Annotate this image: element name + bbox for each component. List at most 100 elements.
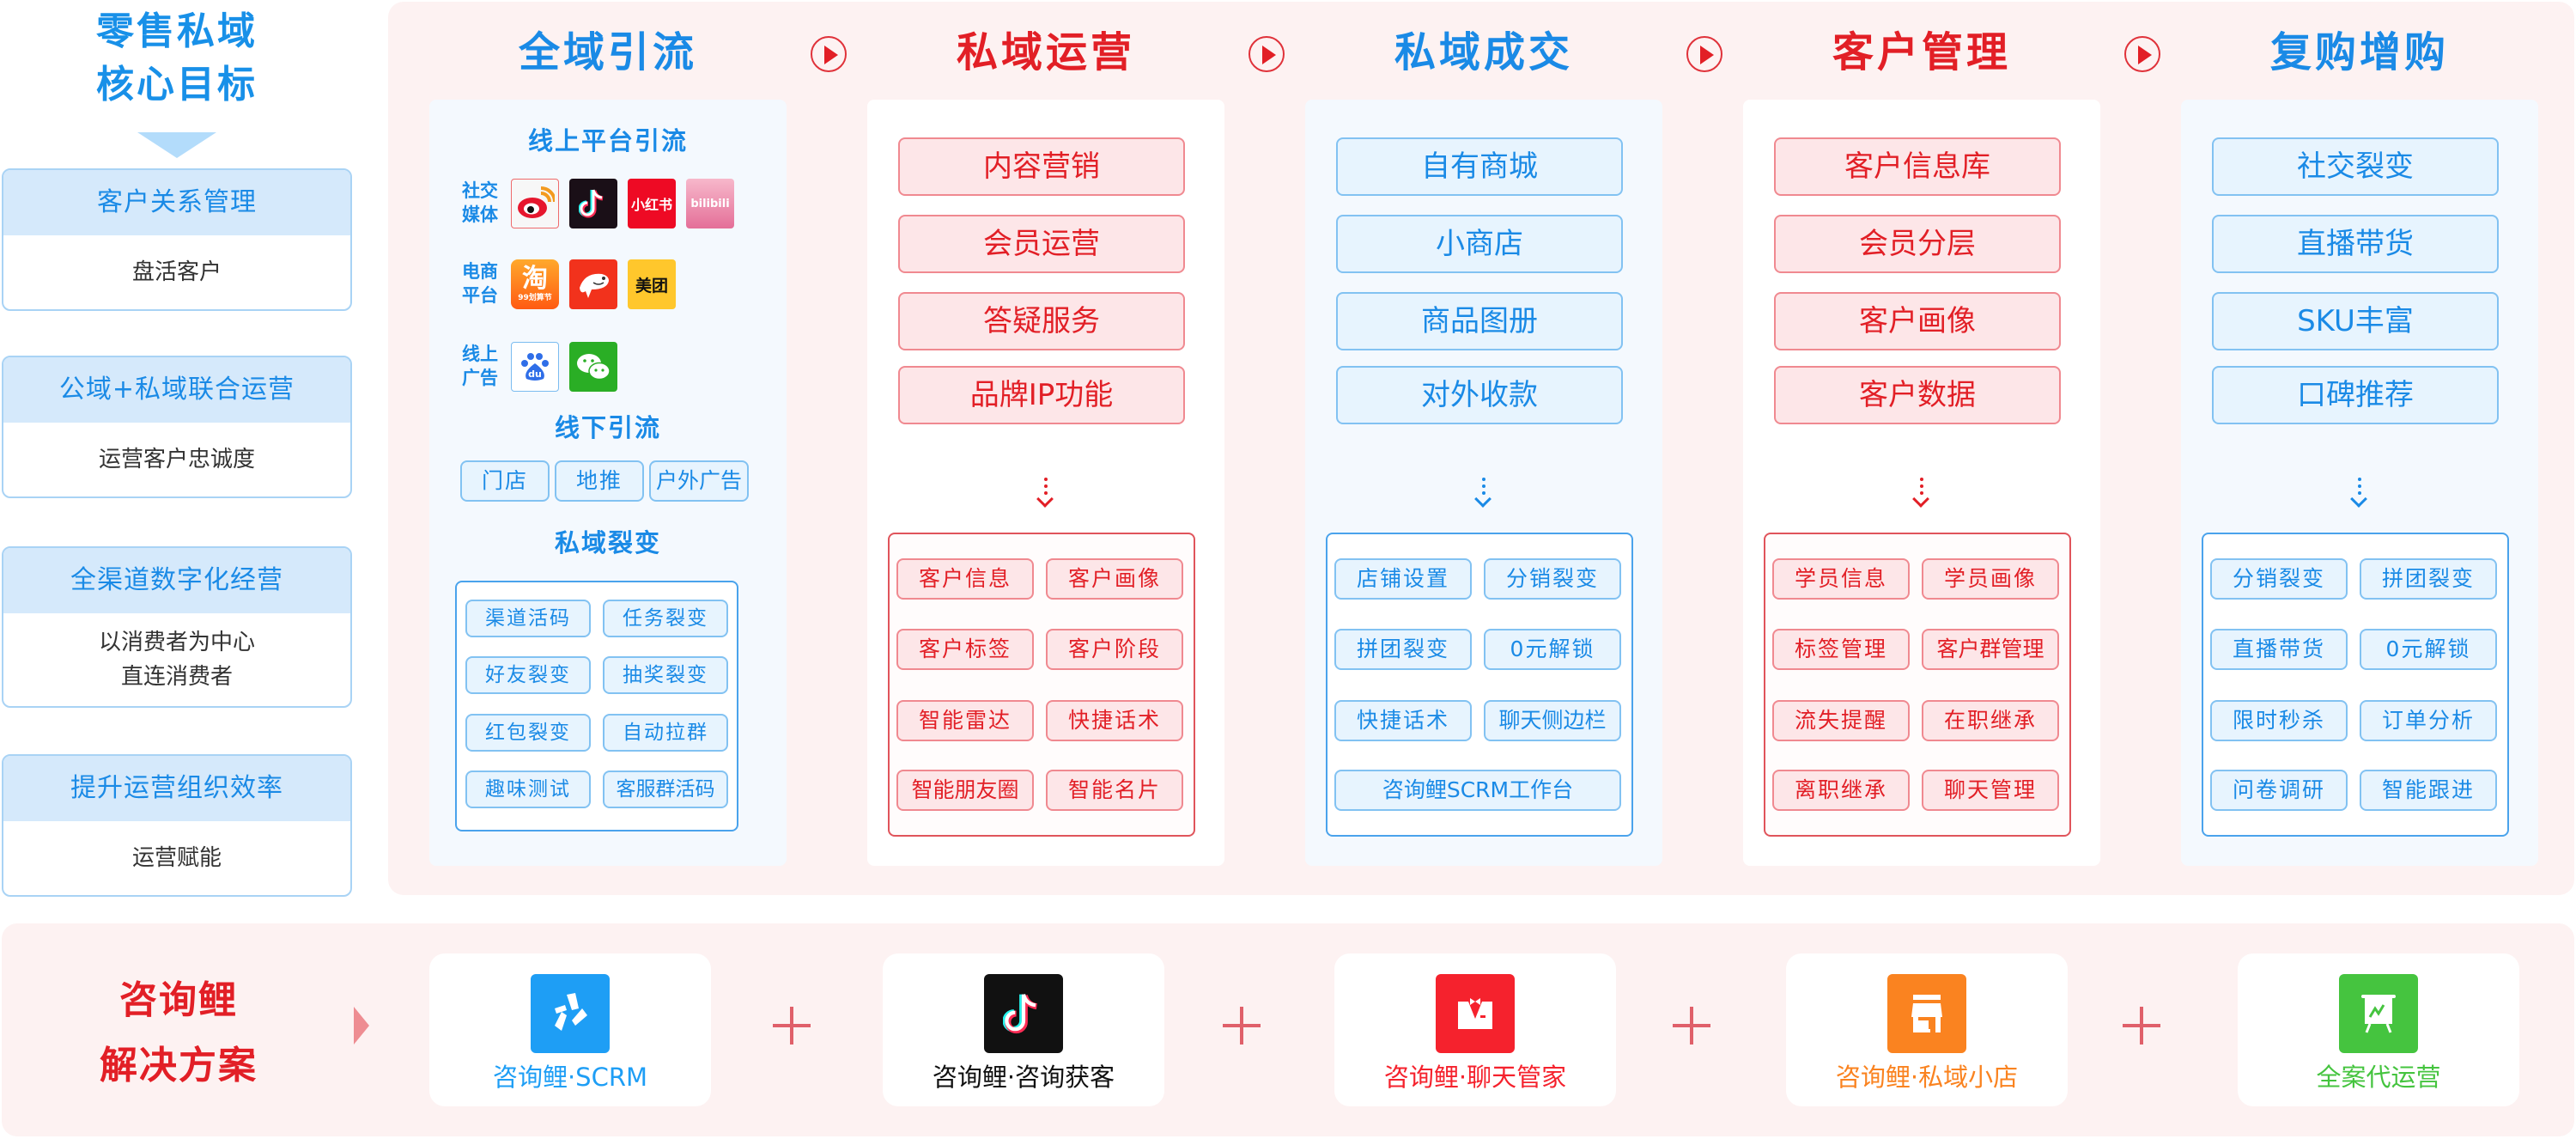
stage-pill[interactable]: 社交裂变 <box>2212 137 2499 196</box>
stage-title: 复购增购 <box>2269 28 2449 76</box>
feature-item[interactable]: 0元解锁 <box>1484 629 1621 670</box>
stage-pill[interactable]: 客户画像 <box>1774 292 2061 350</box>
online-traffic-title: 线上平台引流 <box>527 126 688 155</box>
product-card-acquisition[interactable]: 咨询鲤·咨询获客 <box>883 953 1164 1106</box>
stage-body: 社交裂变 直播带货 SKU丰富 口碑推荐 分销裂变 拼团裂变 直播带货 0元解锁… <box>2181 100 2538 866</box>
next-arrow-icon <box>1249 36 1285 72</box>
baidu-icon[interactable]: du <box>511 342 559 392</box>
row-label-line: 平台 <box>462 285 498 306</box>
product-label: 全案代运营 <box>2316 1063 2441 1092</box>
product-card-private-shop[interactable]: 咨询鲤·私域小店 <box>1786 953 2068 1106</box>
goal-card: 全渠道数字化经营 以消费者为中心 直连消费者 <box>2 546 352 708</box>
solutions-title: 咨询鲤 解决方案 <box>2 968 355 1099</box>
feature-item[interactable]: 智能朋友圈 <box>896 770 1034 811</box>
goals-title-line1: 零售私域 <box>96 9 258 53</box>
stage-pill[interactable]: 口碑推荐 <box>2212 366 2499 424</box>
stage-pill[interactable]: 客户数据 <box>1774 366 2061 424</box>
product-card-scrm[interactable]: 咨询鲤·SCRM <box>429 953 711 1106</box>
stage-pill[interactable]: 内容营销 <box>898 137 1185 196</box>
offline-item[interactable]: 户外广告 <box>649 460 749 502</box>
bilibili-icon[interactable]: bilibili <box>686 179 734 228</box>
xiaohongshu-icon[interactable]: 小红书 <box>628 179 676 228</box>
goal-body: 盘活客户 <box>3 235 350 309</box>
feature-item[interactable]: 学员信息 <box>1772 558 1910 600</box>
stage-pill[interactable]: 会员运营 <box>898 215 1185 273</box>
feature-item[interactable]: 标签管理 <box>1772 629 1910 670</box>
feature-item[interactable]: 拼团裂变 <box>1334 629 1472 670</box>
feature-item[interactable]: 客户信息 <box>896 558 1034 600</box>
feature-item[interactable]: 流失提醒 <box>1772 700 1910 741</box>
meituan-icon[interactable]: 美团 <box>628 259 676 309</box>
feature-item[interactable]: 快捷话术 <box>1334 700 1472 741</box>
row-label-line: 电商 <box>462 261 498 282</box>
douyin-icon[interactable] <box>569 179 617 228</box>
feature-item[interactable]: 智能名片 <box>1046 770 1183 811</box>
feature-item[interactable]: 分销裂变 <box>2210 558 2348 600</box>
offline-item[interactable]: 地推 <box>555 460 644 502</box>
stage-pill[interactable]: 商品图册 <box>1336 292 1623 350</box>
feature-item[interactable]: 限时秒杀 <box>2210 700 2348 741</box>
fission-item[interactable]: 好友裂变 <box>465 656 591 694</box>
fission-item[interactable]: 自动拉群 <box>603 714 728 752</box>
feature-box: 店铺设置 分销裂变 拼团裂变 0元解锁 快捷话术 聊天侧边栏 咨询鲤SCRM工作… <box>1326 533 1633 837</box>
feature-item[interactable]: 在职继承 <box>1922 700 2059 741</box>
feature-item[interactable]: 客户画像 <box>1046 558 1183 600</box>
fission-item[interactable]: 任务裂变 <box>603 600 728 637</box>
feature-item[interactable]: 客户标签 <box>896 629 1034 670</box>
product-card-full-operation[interactable]: 全案代运营 <box>2238 953 2519 1106</box>
solutions-panel: 咨询鲤 解决方案 咨询鲤·SCRM 咨询鲤·咨询获客 咨询鲤·聊天管家 咨询鲤·… <box>2 923 2574 1136</box>
fission-item[interactable]: 客服群活码 <box>603 770 728 808</box>
row-label-ads: 线上 广告 <box>462 342 505 390</box>
stage-pill[interactable]: SKU丰富 <box>2212 292 2499 350</box>
goal-line: 直连消费者 <box>120 664 233 690</box>
feature-item[interactable]: 聊天侧边栏 <box>1484 700 1621 741</box>
stage-pill[interactable]: 品牌IP功能 <box>898 366 1185 424</box>
solutions-title-line2: 解决方案 <box>100 1044 258 1087</box>
feature-item[interactable]: 智能跟进 <box>2360 770 2497 811</box>
weibo-icon[interactable] <box>511 179 559 228</box>
wechat-icon[interactable] <box>569 342 617 392</box>
feature-item[interactable]: 离职继承 <box>1772 770 1910 811</box>
feature-item[interactable]: 快捷话术 <box>1046 700 1183 741</box>
fission-item[interactable]: 渠道活码 <box>465 600 591 637</box>
feature-item[interactable]: 订单分析 <box>2360 700 2497 741</box>
core-goals-column: 零售私域 核心目标 客户关系管理 盘活客户 公域+私域联合运营 运营客户忠诚度 … <box>0 0 354 911</box>
feature-item[interactable]: 分销裂变 <box>1484 558 1621 600</box>
feature-item-wide[interactable]: 咨询鲤SCRM工作台 <box>1334 770 1621 811</box>
feature-item[interactable]: 问卷调研 <box>2210 770 2348 811</box>
next-arrow-icon <box>2124 36 2160 72</box>
feature-item[interactable]: 客户群管理 <box>1922 629 2059 670</box>
jd-icon[interactable] <box>569 259 617 309</box>
goal-line: 运营客户忠诚度 <box>98 447 255 472</box>
feature-item[interactable]: 客户阶段 <box>1046 629 1183 670</box>
feature-item[interactable]: 0元解锁 <box>2360 629 2497 670</box>
stage-pill[interactable]: 客户信息库 <box>1774 137 2061 196</box>
fission-item[interactable]: 红包裂变 <box>465 714 591 752</box>
product-label: 咨询鲤·咨询获客 <box>932 1063 1115 1092</box>
goal-card: 客户关系管理 盘活客户 <box>2 168 352 311</box>
stage-pill[interactable]: 直播带货 <box>2212 215 2499 273</box>
stage-pill[interactable]: 自有商城 <box>1336 137 1623 196</box>
feature-item[interactable]: 拼团裂变 <box>2360 558 2497 600</box>
stage-pill[interactable]: 对外收款 <box>1336 366 1623 424</box>
stage-pill[interactable]: 答疑服务 <box>898 292 1185 350</box>
product-card-chat-butler[interactable]: 咨询鲤·聊天管家 <box>1334 953 1616 1106</box>
feature-item[interactable]: 智能雷达 <box>896 700 1034 741</box>
feature-item[interactable]: 直播带货 <box>2210 629 2348 670</box>
offline-item[interactable]: 门店 <box>460 460 550 502</box>
feature-item[interactable]: 店铺设置 <box>1334 558 1472 600</box>
stage-title: 私域运营 <box>956 28 1135 76</box>
stage-customer-management: 客户管理 客户信息库 会员分层 客户画像 客户数据 学员信息 学员画像 标签管理… <box>1743 2 2100 895</box>
taobao-sub: 99划算节 <box>518 294 552 302</box>
stage-pill[interactable]: 会员分层 <box>1774 215 2061 273</box>
feature-item[interactable]: 学员画像 <box>1922 558 2059 600</box>
taobao-icon[interactable]: 淘 99划算节 <box>511 259 559 309</box>
stage-pill[interactable]: 小商店 <box>1336 215 1623 273</box>
fission-title: 私域裂变 <box>554 528 661 557</box>
feature-item[interactable]: 聊天管理 <box>1922 770 2059 811</box>
plus-icon <box>1223 1007 1261 1045</box>
fission-item[interactable]: 趣味测试 <box>465 770 591 808</box>
fission-item[interactable]: 抽奖裂变 <box>603 656 728 694</box>
feature-box: 分销裂变 拼团裂变 直播带货 0元解锁 限时秒杀 订单分析 问卷调研 智能跟进 <box>2202 533 2509 837</box>
goal-heading: 全渠道数字化经营 <box>3 548 350 613</box>
